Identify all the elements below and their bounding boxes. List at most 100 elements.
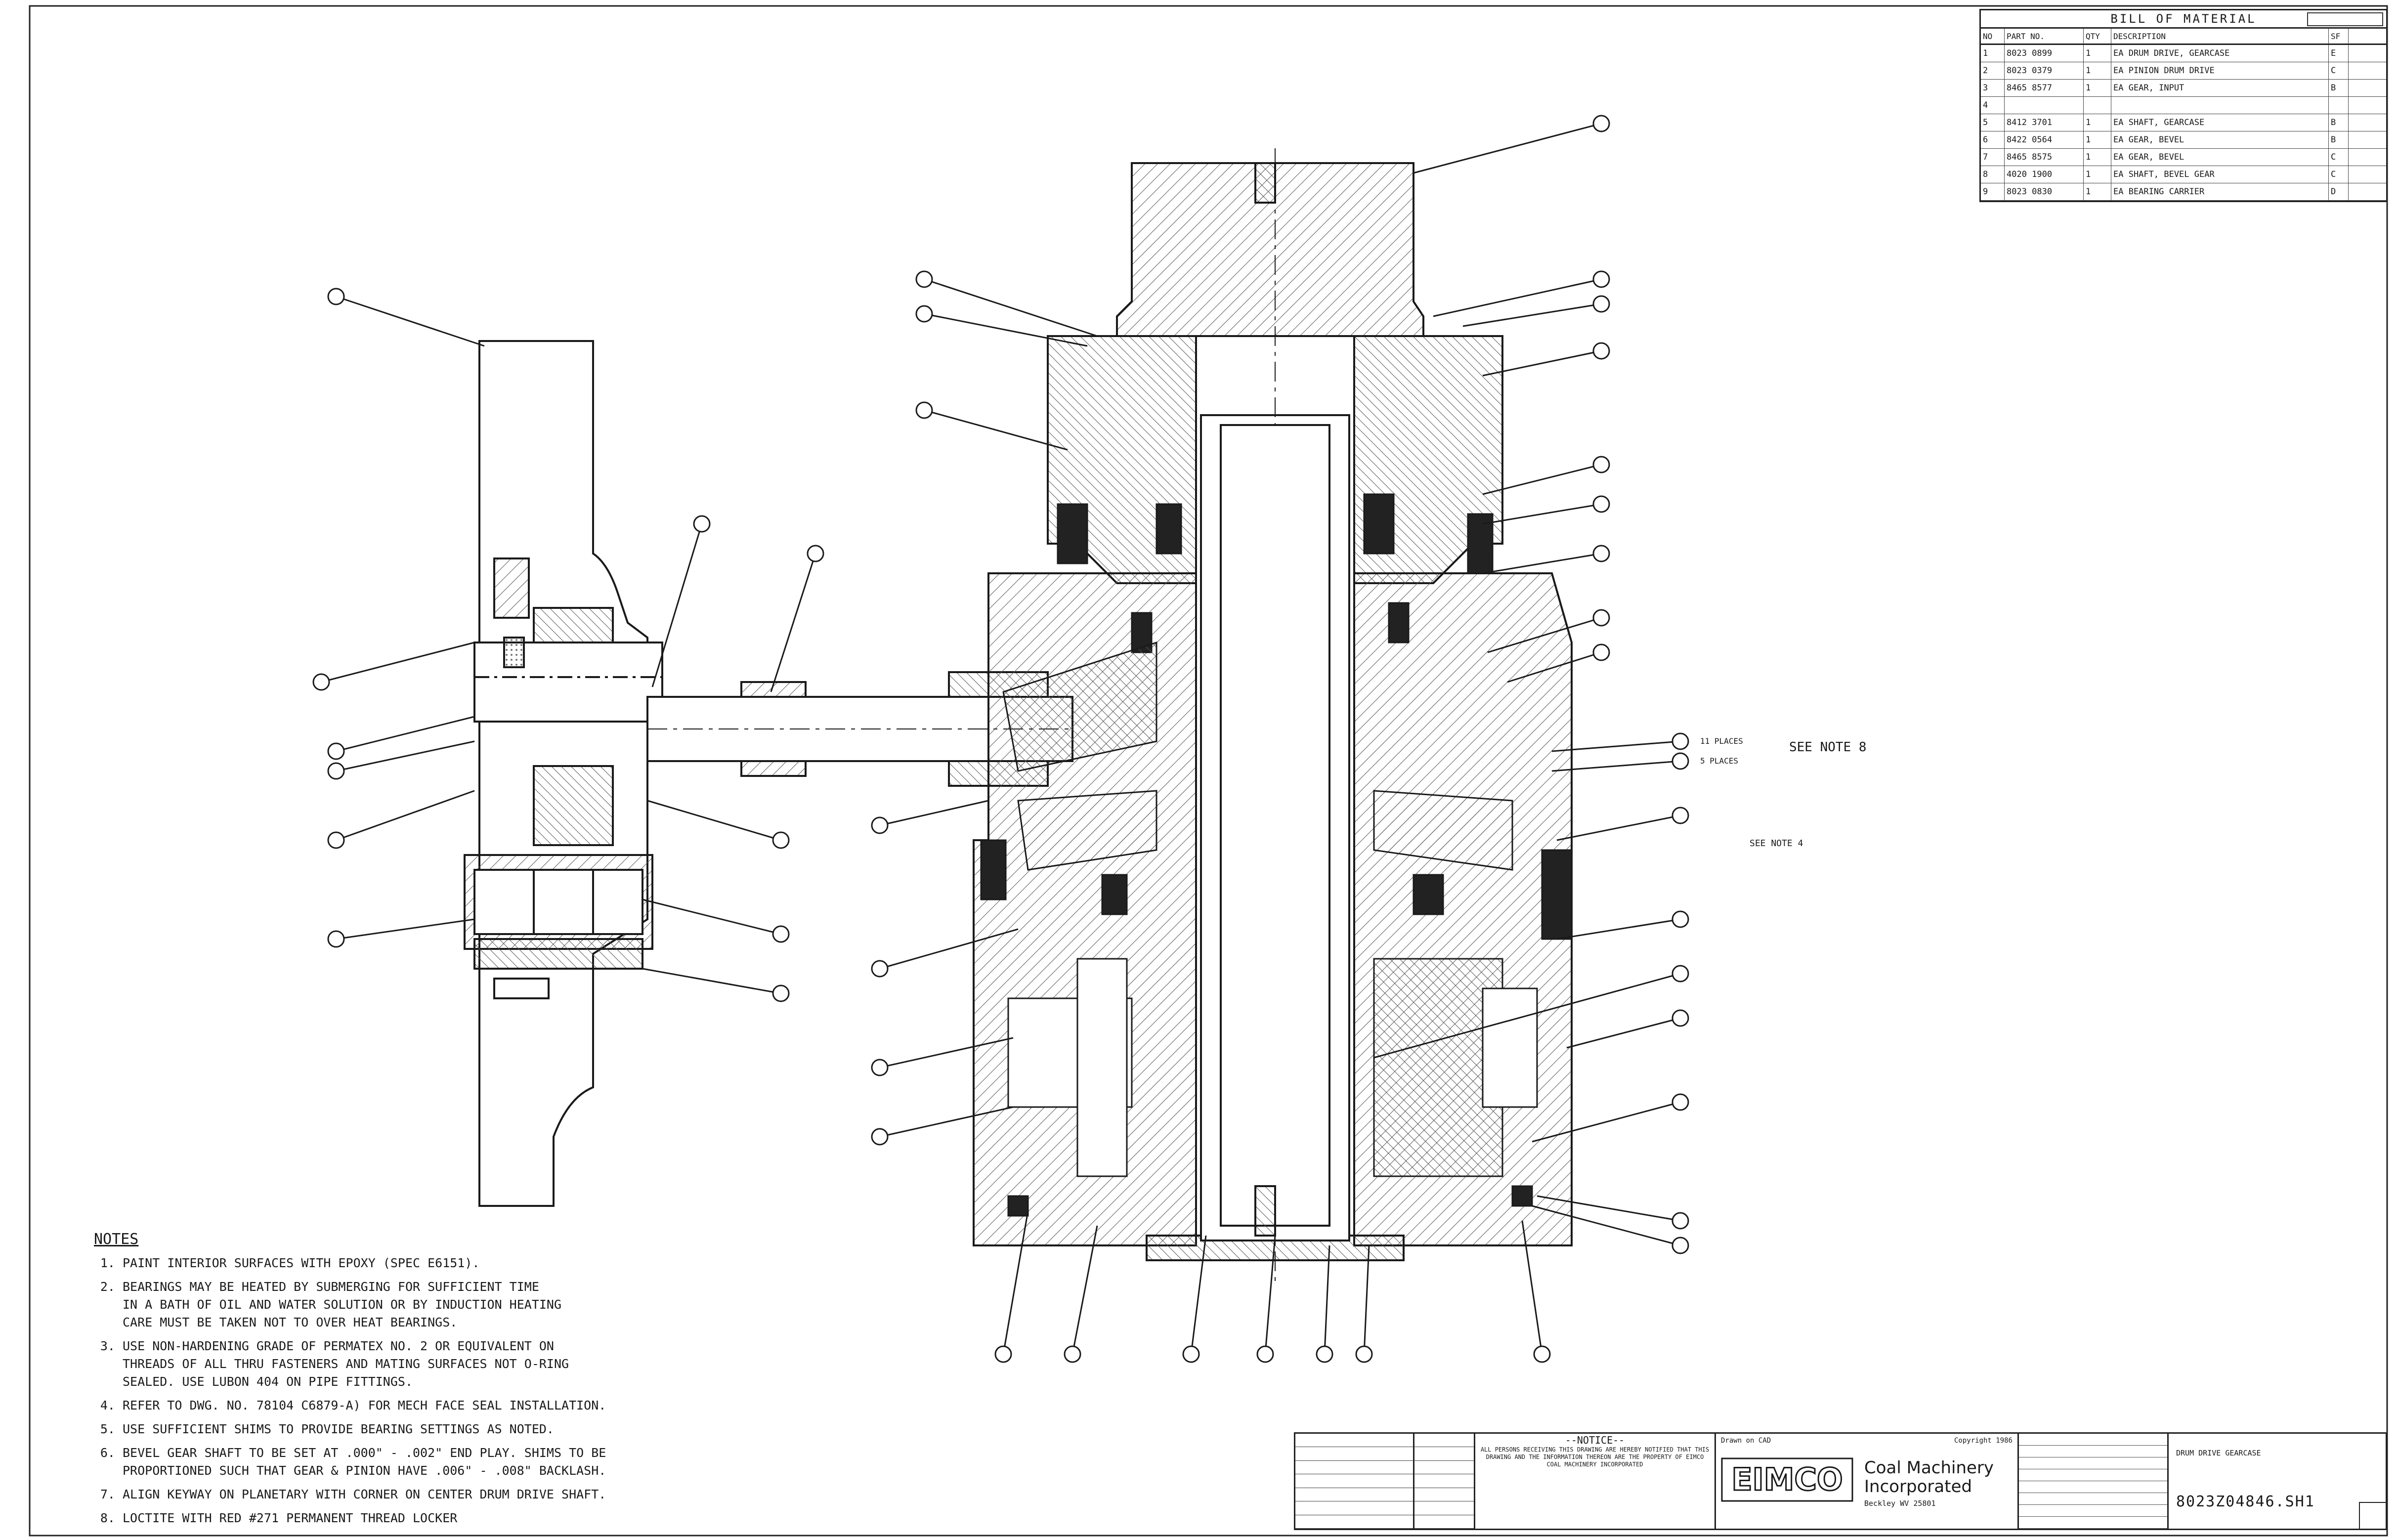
note-item: USE SUFFICIENT SHIMS TO PROVIDE BEARING …	[123, 1420, 835, 1438]
bom-cell-size: C	[2329, 62, 2349, 79]
bom-cell-qty: 1	[2084, 183, 2111, 200]
approval-grid	[2019, 1434, 2169, 1529]
bom-cell-extra	[2349, 97, 2386, 114]
note-item: ALIGN KEYWAY ON PLANETARY WITH CORNER ON…	[123, 1486, 835, 1503]
bom-cell-extra	[2349, 114, 2386, 131]
bom-cell-extra	[2349, 149, 2386, 166]
eimco-logo: EIMCO	[1721, 1457, 1853, 1502]
drawing-info: DRUM DRIVE GEARCASE 8023Z04846.SH1	[2019, 1434, 2386, 1529]
bom-cell-no: 4	[1981, 97, 2005, 114]
bom-cell-no: 1	[1981, 45, 2005, 62]
bom-cell-qty: 1	[2084, 149, 2111, 166]
bom-cell-size	[2329, 97, 2349, 114]
notes-title: NOTES	[94, 1231, 139, 1248]
bom-cell-description	[2111, 97, 2329, 114]
bom-cell-part-no: 8465 8577	[2005, 80, 2084, 96]
bom-cell-size: D	[2329, 183, 2349, 200]
notes-section: NOTES PAINT INTERIOR SURFACES WITH EPOXY…	[94, 1231, 835, 1533]
bom-cell-extra	[2349, 183, 2386, 200]
center-drive-shaft	[1200, 148, 1350, 1285]
bom-cell-no: 3	[1981, 80, 2005, 96]
bom-row: 4	[1981, 97, 2386, 114]
notice-box: --NOTICE-- ALL PERSONS RECEIVING THIS DR…	[1475, 1434, 1716, 1529]
bom-header-part-no: PART NO.	[2005, 29, 2084, 43]
title-block: --NOTICE-- ALL PERSONS RECEIVING THIS DR…	[1294, 1432, 2387, 1530]
bom-cell-no: 2	[1981, 62, 2005, 79]
bom-cell-part-no: 8422 0564	[2005, 131, 2084, 148]
bom-cell-description: EA GEAR, BEVEL	[2111, 131, 2329, 148]
bom-cell-no: 5	[1981, 114, 2005, 131]
notice-text: ALL PERSONS RECEIVING THIS DRAWING ARE H…	[1480, 1446, 1710, 1468]
bom-stamp	[2307, 12, 2383, 26]
notes-list: PAINT INTERIOR SURFACES WITH EPOXY (SPEC…	[94, 1254, 835, 1527]
bom-cell-no: 6	[1981, 131, 2005, 148]
five-places-callout: 5 PLACES	[1700, 756, 1738, 766]
bearings-and-gears	[980, 493, 1573, 1217]
bom-cell-extra	[2349, 80, 2386, 96]
notice-title: --NOTICE--	[1565, 1434, 1625, 1446]
eleven-places-callout: 11 PLACES	[1700, 736, 1743, 746]
company-name-line1: Coal Machinery	[1864, 1458, 1994, 1478]
drawing-title: DRUM DRIVE GEARCASE	[2176, 1449, 2261, 1457]
bom-cell-qty: 1	[2084, 114, 2111, 131]
note-item: PAINT INTERIOR SURFACES WITH EPOXY (SPEC…	[123, 1254, 835, 1272]
bom-cell-description: EA GEAR, INPUT	[2111, 80, 2329, 96]
bom-cell-extra	[2349, 45, 2386, 62]
bom-cell-part-no: 4020 1900	[2005, 166, 2084, 183]
callout-balloons	[312, 115, 1689, 1363]
bom-header-extra	[2349, 29, 2386, 43]
bom-header-size: SF	[2329, 29, 2349, 43]
note-item: BEARINGS MAY BE HEATED BY SUBMERGING FOR…	[123, 1278, 835, 1331]
bom-title: BILL OF MATERIAL	[1981, 10, 2386, 29]
sheet-box	[2359, 1502, 2386, 1529]
bom-cell-no: 8	[1981, 166, 2005, 183]
bom-cell-part-no: 8023 0899	[2005, 45, 2084, 62]
bom-cell-qty	[2084, 97, 2111, 114]
bom-cell-qty: 1	[2084, 166, 2111, 183]
company-name: Coal Machinery Incorporated	[1864, 1458, 1994, 1496]
revision-block	[1295, 1434, 1414, 1529]
bom-cell-qty: 1	[2084, 131, 2111, 148]
bom-cell-extra	[2349, 166, 2386, 183]
bom-cell-part-no	[2005, 97, 2084, 114]
bom-cell-description: EA GEAR, BEVEL	[2111, 149, 2329, 166]
bom-cell-part-no: 8412 3701	[2005, 114, 2084, 131]
logo-text: EIMCO	[1731, 1461, 1842, 1497]
bom-header-no: NO	[1981, 29, 2005, 43]
bill-of-material: BILL OF MATERIAL NO PART NO. QTY DESCRIP…	[1979, 9, 2388, 202]
bom-cell-size: C	[2329, 166, 2349, 183]
note-item: LOCTITE WITH RED #271 PERMANENT THREAD L…	[123, 1509, 835, 1527]
bom-cell-size: C	[2329, 149, 2349, 166]
company-name-line2: Incorporated	[1864, 1477, 1972, 1497]
see-note-8-callout: SEE NOTE 8	[1789, 740, 1867, 755]
bom-cell-qty: 1	[2084, 80, 2111, 96]
bom-cell-qty: 1	[2084, 62, 2111, 79]
note-item: BEVEL GEAR SHAFT TO BE SET AT .000" - .0…	[123, 1444, 835, 1480]
see-note-4-callout: SEE NOTE 4	[1750, 838, 1803, 849]
bom-cell-description: EA SHAFT, BEVEL GEAR	[2111, 166, 2329, 183]
bom-cell-part-no: 8465 8575	[2005, 149, 2084, 166]
bom-cell-qty: 1	[2084, 45, 2111, 62]
bom-cell-size: E	[2329, 45, 2349, 62]
bom-header-qty: QTY	[2084, 29, 2111, 43]
bom-cell-description: EA PINION DRUM DRIVE	[2111, 62, 2329, 79]
drawing-number: 8023Z04846.SH1	[2176, 1493, 2315, 1510]
drum-frame-view	[464, 340, 663, 1207]
bom-cell-no: 7	[1981, 149, 2005, 166]
bom-cell-part-no: 8023 0379	[2005, 62, 2084, 79]
bom-cell-size: B	[2329, 80, 2349, 96]
note-item: USE NON-HARDENING GRADE OF PERMATEX NO. …	[123, 1337, 835, 1391]
company-block: Drawn on CAD Copyright 1986 EIMCO Coal M…	[1716, 1434, 2019, 1529]
bom-cell-no: 9	[1981, 183, 2005, 200]
